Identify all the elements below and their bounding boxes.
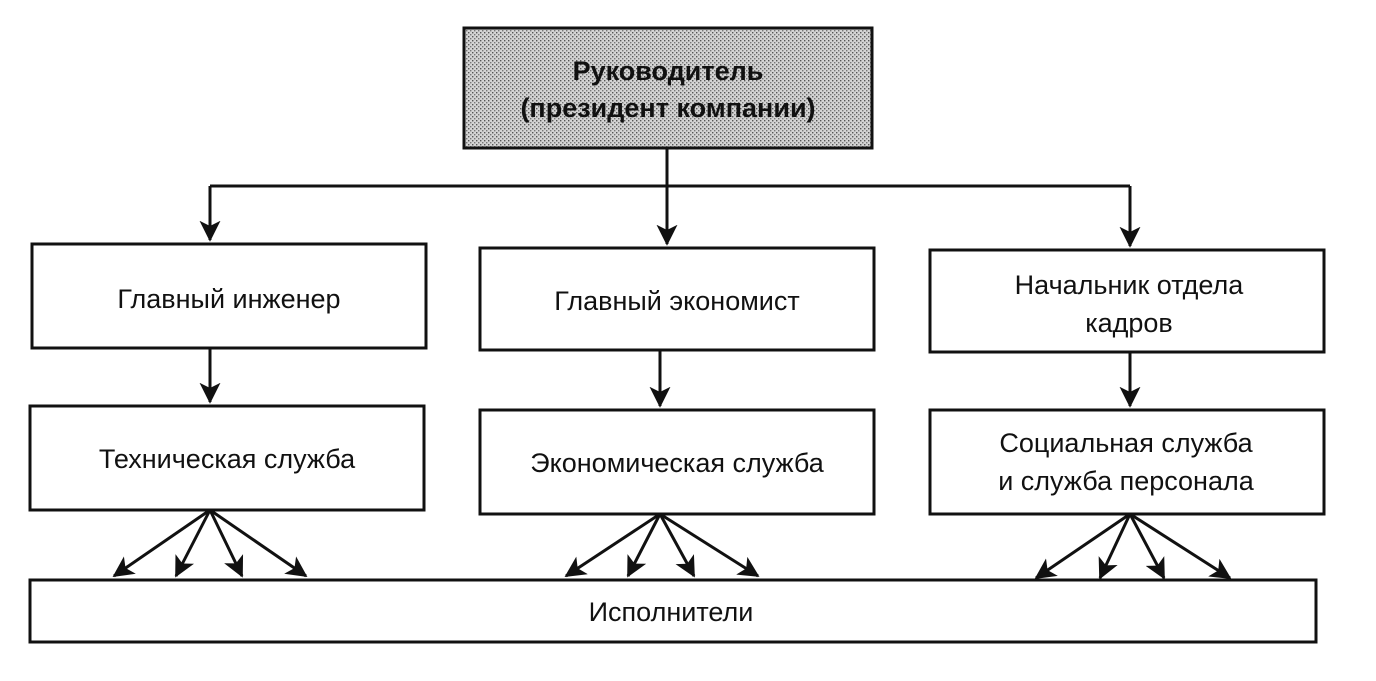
- node-executors-label: Исполнители: [589, 597, 754, 627]
- edge-social-executor-4: [1129, 512, 1232, 580]
- node-social-service-line-1: Социальная служба: [999, 428, 1253, 458]
- node-econ-service-box: [478, 408, 876, 516]
- node-chief-economist-label: Главный экономист: [554, 286, 799, 316]
- edge-econ-executor-2: [626, 513, 662, 578]
- node-econ-service-label: Экономическая служба: [530, 448, 825, 478]
- edge-econ-executor-4: [659, 512, 760, 578]
- node-social-service-line-2: и служба персонала: [998, 466, 1255, 496]
- node-executors: Исполнители: [28, 578, 1318, 644]
- edge-social-executor-1: [1034, 512, 1131, 580]
- node-hr-head-line-2: кадров: [1085, 308, 1173, 338]
- node-chief-economist-box: [478, 246, 876, 352]
- connectors: [112, 148, 1232, 580]
- node-tech-service-label: Техническая служба: [99, 444, 356, 474]
- node-hr-head-box: [928, 248, 1326, 354]
- edge-tech-executor-3: [208, 509, 244, 578]
- node-social-service-box: [928, 408, 1326, 516]
- node-executors-box: [28, 578, 1318, 644]
- node-chief-engineer-label: Главный инженер: [117, 284, 340, 314]
- edge-tech-executor-4: [209, 508, 308, 578]
- node-econ-service: Экономическая служба: [478, 408, 876, 516]
- edge-econ-executor-1: [564, 512, 661, 578]
- node-tech-service-box: [28, 404, 426, 512]
- node-chief-engineer: Главный инженер: [30, 242, 428, 350]
- node-leader-line-2: (президент компании): [520, 93, 815, 123]
- edge-econ-executor-3: [658, 513, 696, 578]
- node-chief-engineer-box: [30, 242, 428, 350]
- node-leader: Руководитель (президент компании): [462, 26, 874, 150]
- node-tech-service: Техническая служба: [28, 404, 426, 512]
- node-hr-head: Начальник отдела кадров: [928, 248, 1326, 354]
- edge-tech-executor-1: [112, 508, 211, 578]
- node-chief-economist: Главный экономист: [478, 246, 876, 352]
- edge-social-executor-3: [1128, 513, 1166, 580]
- node-leader-line-1: Руководитель: [573, 56, 764, 86]
- node-social-service: Социальная служба и служба персонала: [928, 408, 1326, 516]
- edge-tech-executor-2: [174, 509, 212, 578]
- node-hr-head-line-1: Начальник отдела: [1015, 270, 1245, 300]
- node-leader-box: [462, 26, 874, 150]
- edge-social-executor-2: [1098, 513, 1132, 580]
